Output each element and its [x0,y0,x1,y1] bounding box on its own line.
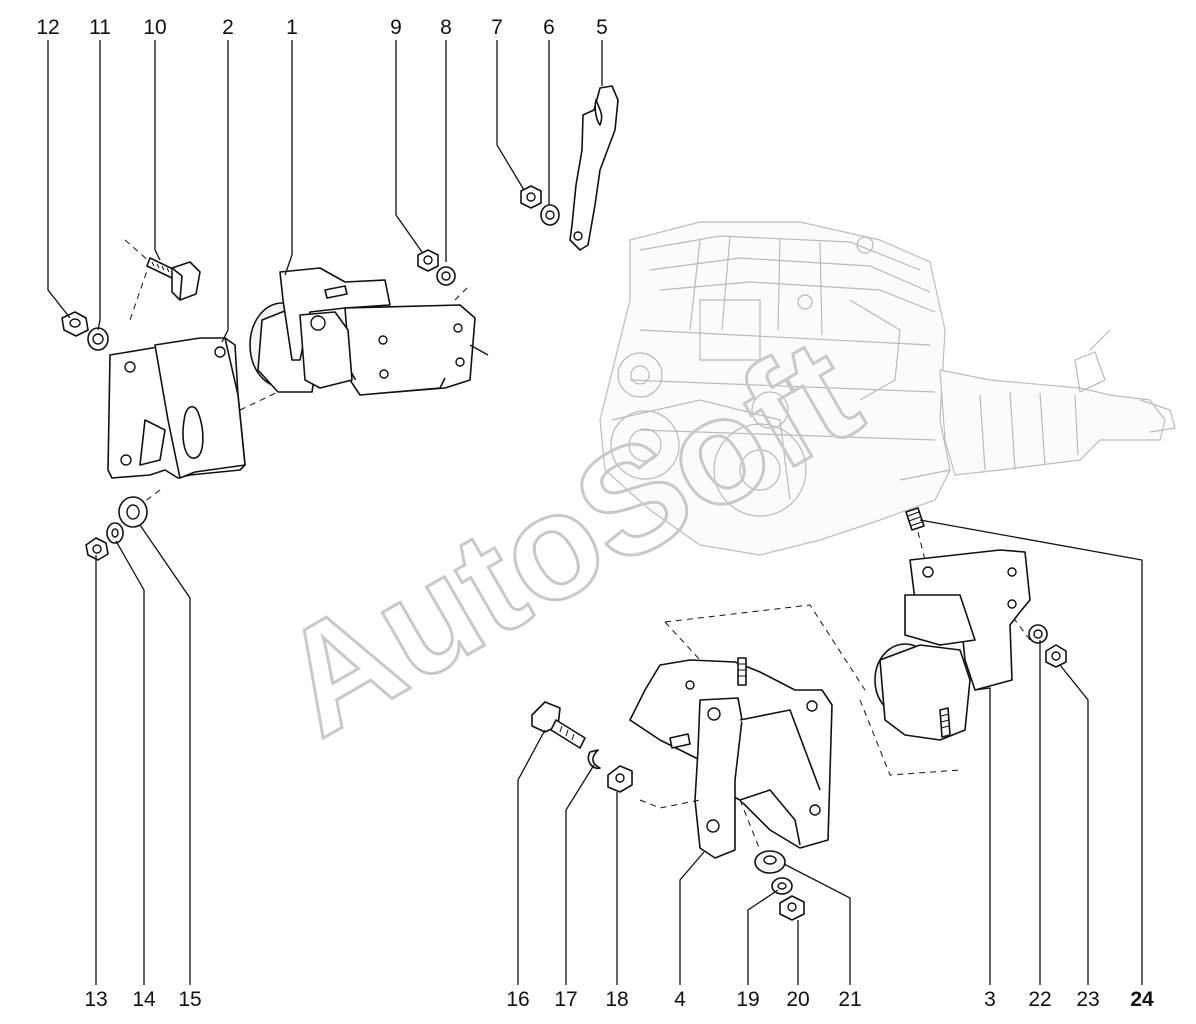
callout-24: 24 [1130,988,1154,1011]
assembly-line-lower-center [639,799,761,851]
callout-16: 16 [506,988,529,1011]
callout-6: 6 [543,16,555,39]
washer-part-17 [587,749,601,770]
nut-part-23 [1045,644,1067,668]
assembly-box-right [859,599,1031,776]
washer-part-14 [106,522,124,544]
callout-4: 4 [674,988,686,1011]
callout-11: 11 [89,16,111,39]
washer-part-8 [436,266,456,286]
engine-mount-part-1 [249,267,489,396]
callout-2: 2 [222,16,234,39]
callout-23: 23 [1076,988,1099,1011]
nut-part-9 [417,249,439,272]
nut-part-18 [607,765,633,793]
nut-part-20 [779,895,805,921]
nut-part-12 [61,311,89,337]
nut-part-7 [520,185,542,209]
callout-labels: 12 11 10 2 1 9 8 7 6 5 13 14 15 16 17 18… [36,16,1154,1011]
callout-21: 21 [838,988,861,1011]
assembly-line-8 [454,284,471,301]
leader-lines [47,40,1143,985]
bracket-part-2 [107,337,246,479]
callout-17: 17 [554,988,577,1011]
bracket-part-4 [629,657,833,859]
callout-3: 3 [984,988,996,1011]
strip-bracket-part-5 [569,85,619,251]
callout-18: 18 [605,988,628,1011]
assembly-line-upper-left [124,239,279,506]
engine-mount-part-3 [874,549,1031,741]
nut-part-13 [85,537,109,561]
callout-1: 1 [286,16,298,39]
assembly-line-24 [917,531,926,561]
callout-5: 5 [596,16,608,39]
engine-gearbox-assembly [599,221,1176,556]
washer-part-11 [87,327,109,351]
callout-13: 13 [84,988,107,1011]
callout-20: 20 [786,988,809,1011]
washer-part-15 [118,496,148,528]
callout-8: 8 [440,16,452,39]
bolt-part-16 [531,701,586,749]
callout-15: 15 [178,988,201,1011]
bolt-part-10 [146,257,201,301]
callout-7: 7 [491,16,503,39]
callout-10: 10 [143,16,166,39]
callout-19: 19 [736,988,759,1011]
washer-part-21 [754,850,786,874]
stud-part-24 [905,507,925,531]
callout-9: 9 [390,16,402,39]
callout-12: 12 [36,16,59,39]
callout-14: 14 [132,988,156,1011]
washer-part-22 [1028,624,1048,644]
washer-part-6 [540,204,560,226]
assembly-box-lower-center [664,604,866,691]
callout-22: 22 [1028,988,1051,1011]
